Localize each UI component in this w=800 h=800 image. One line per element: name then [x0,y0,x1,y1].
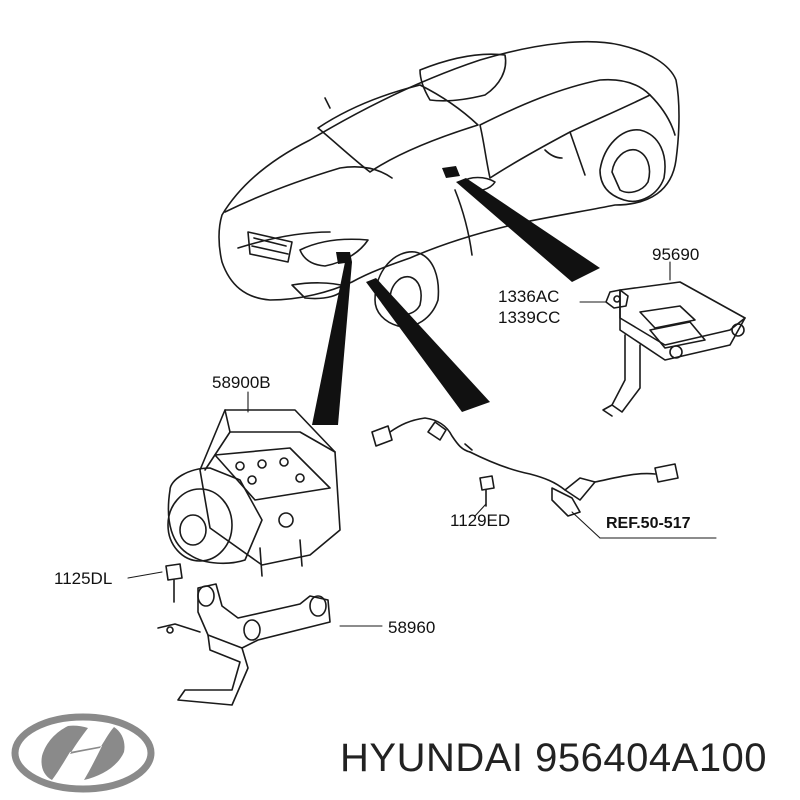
brand-name: HYUNDAI [340,736,524,780]
bracket-58960 [157,563,331,706]
part-caption: HYUNDAI 956404A100 [340,738,767,778]
callout-pointers [312,178,600,425]
label-1339CC: 1339CC [498,308,561,327]
sensor-markers-on-car [336,166,460,264]
hydraulic-unit-58900B [167,409,341,577]
label-ref-50-517: REF.50-517 [606,515,691,532]
ecu-module-95690 [602,281,746,417]
label-1129ED: 1129ED [450,511,511,530]
label-1336AC: 1336AC [498,287,560,306]
part-number: 956404A100 [535,736,768,780]
wiring-harness [371,417,679,517]
label-95690: 95690 [652,245,700,264]
car-illustration [218,40,680,328]
label-1125DL: 1125DL [54,569,113,588]
label-58960: 58960 [388,618,436,637]
leader-lines [127,261,717,627]
label-58900B: 58900B [212,373,271,392]
hyundai-logo-icon [11,713,155,793]
